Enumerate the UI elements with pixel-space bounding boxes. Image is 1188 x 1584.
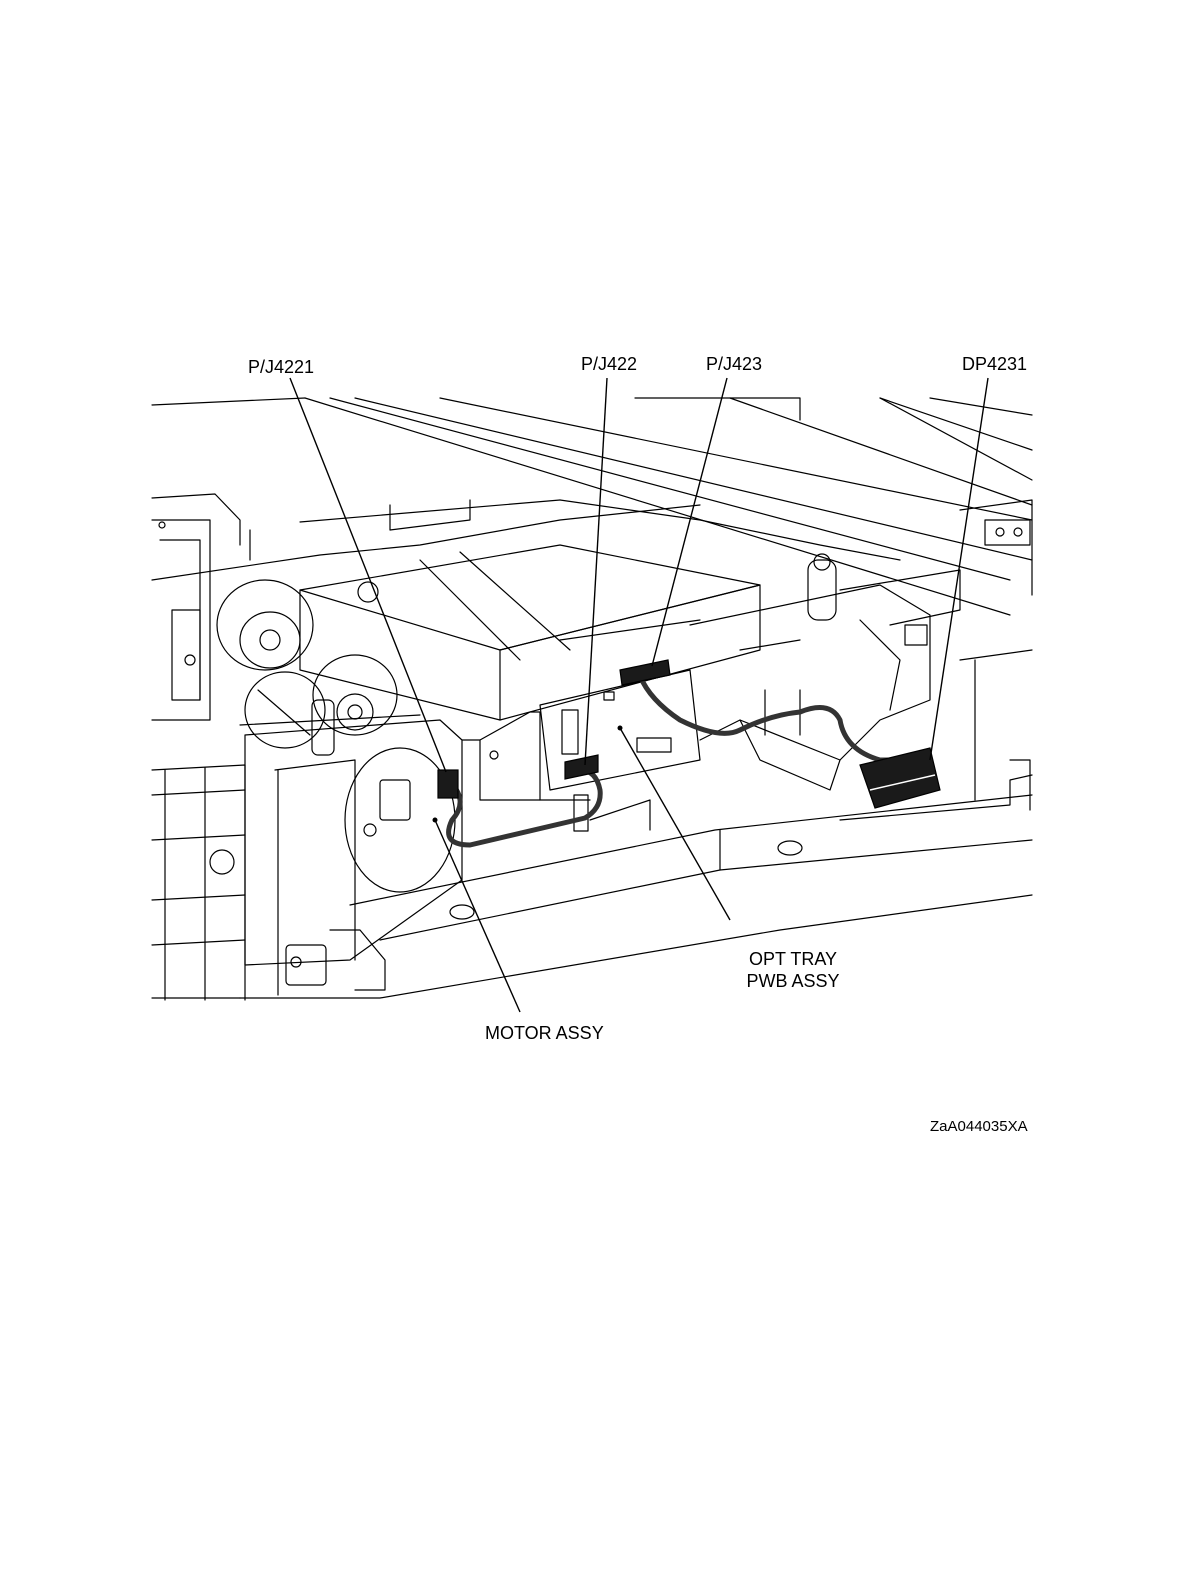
callout-motor-assy: MOTOR ASSY — [485, 1022, 604, 1044]
leader-motor-assy — [435, 820, 520, 1012]
connector-pj4221 — [438, 770, 458, 798]
pwb-bracket — [462, 670, 700, 831]
tray-plate — [300, 545, 760, 720]
leader-pj422 — [585, 378, 607, 765]
harness-pwb-to-connector — [640, 676, 920, 760]
leader-pj423 — [652, 378, 727, 666]
marker-motor-assy — [433, 818, 438, 823]
frame-rails — [152, 398, 1032, 615]
callout-pj423: P/J423 — [706, 353, 762, 375]
callout-opt-tray-line2: PWB ASSY — [728, 970, 858, 992]
callout-pj422: P/J422 — [581, 353, 637, 375]
leader-pj4221 — [290, 378, 446, 772]
callout-pj4221: P/J4221 — [248, 356, 314, 378]
callout-opt-tray-line1: OPT TRAY — [728, 948, 858, 970]
leader-dp4231 — [930, 378, 988, 760]
figure-id: ZaA044035XA — [930, 1118, 1028, 1135]
marker-opt-tray-pwb — [618, 726, 623, 731]
motor-housing — [240, 715, 462, 995]
harness-motor-to-pwb — [448, 770, 600, 845]
callout-opt-tray-pwb-assy: OPT TRAY PWB ASSY — [728, 948, 858, 992]
callout-dp4231: DP4231 — [962, 353, 1027, 375]
leader-opt-tray-pwb — [620, 728, 730, 920]
